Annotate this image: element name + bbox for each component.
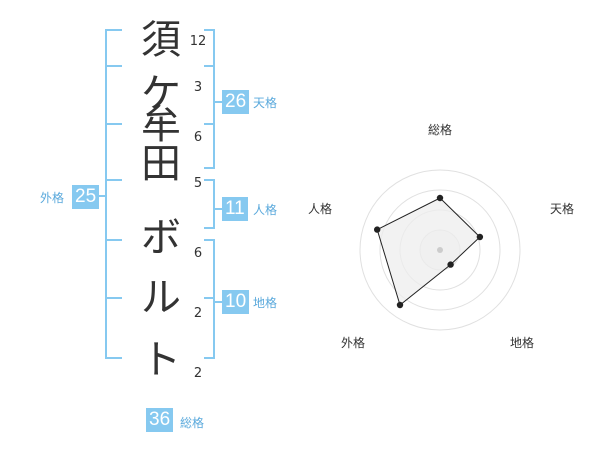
jinkaku-bracket	[204, 179, 215, 229]
name-char: ケ	[141, 71, 181, 117]
radar-value-polygon	[376, 197, 481, 306]
tenkaku-value: 26	[222, 90, 250, 114]
gaikaku-label: 外格	[40, 191, 65, 205]
radar-axis-label-jinkaku: 人格	[308, 202, 333, 216]
radar-axis-label-soukaku: 総格	[428, 123, 453, 137]
soukaku-value: 36	[146, 408, 174, 432]
gaikaku-value: 25	[72, 185, 100, 209]
gaikaku-bracket	[105, 29, 122, 359]
soukaku-label: 総格	[180, 416, 205, 430]
radar-axis-label-chikaku: 地格	[510, 336, 535, 350]
radar-point	[374, 226, 381, 233]
chikaku-value: 10	[222, 290, 250, 314]
stroke-count: 5	[193, 176, 203, 191]
radar-point	[396, 301, 404, 309]
radar-axis-label-gaikaku: 外格	[341, 336, 366, 350]
radar-point	[447, 261, 454, 268]
name-char: 須	[141, 17, 181, 63]
jinkaku-label: 人格	[253, 203, 278, 217]
tenkaku-bracket	[204, 29, 215, 169]
jinkaku-value: 11	[222, 197, 248, 221]
stroke-count: 6	[193, 130, 203, 145]
radar-center-dot	[437, 247, 443, 253]
name-char: 牟	[141, 102, 181, 148]
radar-axis-label-tenkaku: 天格	[550, 202, 575, 216]
stroke-count: 12	[189, 34, 207, 49]
name-char: 田	[141, 141, 181, 187]
name-char: ル	[141, 275, 181, 321]
chikaku-label: 地格	[253, 296, 278, 310]
stroke-count: 3	[193, 80, 203, 95]
name-char: ト	[141, 337, 181, 383]
stroke-count: 2	[193, 306, 203, 321]
stroke-count: 2	[193, 366, 203, 381]
tenkaku-label: 天格	[253, 96, 278, 110]
stroke-count: 6	[193, 246, 203, 261]
name-char: ボ	[141, 215, 181, 261]
radar-point	[436, 194, 444, 202]
radar-point	[476, 233, 484, 241]
